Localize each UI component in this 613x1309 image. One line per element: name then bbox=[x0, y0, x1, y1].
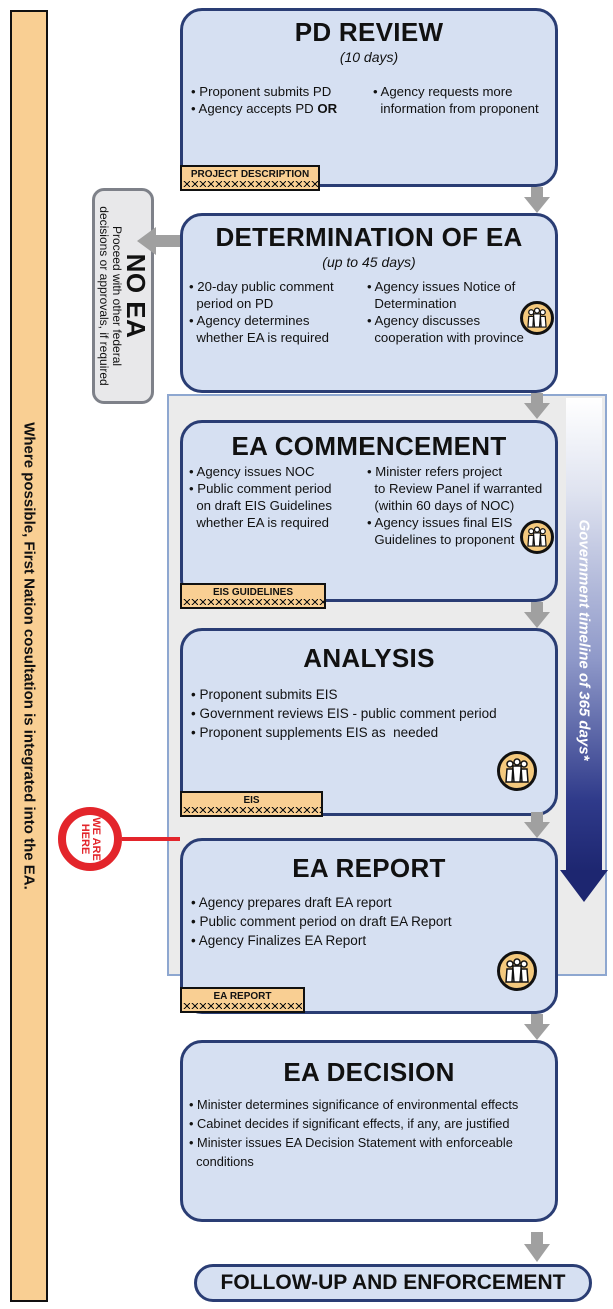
stage-analysis: ANALYSIS • Proponent submits EIS • Gover… bbox=[180, 628, 558, 817]
stage-pd-review: PD REVIEW (10 days) • Proponent submits … bbox=[180, 8, 558, 191]
no-ea-line-2: decisions or approvals, if required bbox=[97, 206, 111, 386]
stage-subtitle: (10 days) bbox=[339, 49, 399, 65]
stage-ea-decision: EA DECISION • Minister determines signif… bbox=[180, 1040, 558, 1222]
bullet: cooperation with province bbox=[367, 330, 524, 345]
bullets: • Minister determines significance of en… bbox=[189, 1095, 518, 1171]
down-arrow-icon bbox=[524, 1014, 550, 1040]
no-ea-line-1: Proceed with other federal bbox=[110, 225, 124, 367]
government-timeline-bar bbox=[566, 398, 602, 872]
bullet: • Agency issues final EIS bbox=[367, 515, 513, 530]
bullet: Determination bbox=[367, 296, 457, 311]
stage-title: EA COMMENCEMENT bbox=[231, 431, 507, 461]
people-group-icon bbox=[497, 751, 537, 791]
bullet: • Proponent submits EIS bbox=[191, 687, 338, 702]
bullets-left: • Proponent submits PD • Agency accepts … bbox=[191, 83, 337, 117]
bullet: • Agency requests more bbox=[373, 84, 513, 99]
bullet: conditions bbox=[189, 1154, 254, 1169]
bullet: • 20-day public comment bbox=[189, 279, 334, 294]
stage-title: ANALYSIS bbox=[303, 643, 435, 673]
stage-title: EA DECISION bbox=[283, 1057, 455, 1087]
bullets-right: • Agency issues Notice of Determination … bbox=[367, 278, 524, 346]
first-nation-consultation-band: Where possible, First Nation cosultation… bbox=[10, 10, 48, 1302]
bullet: • Public comment period on draft EA Repo… bbox=[191, 914, 452, 929]
follow-up-and-enforcement-box: FOLLOW-UP AND ENFORCEMENT bbox=[194, 1264, 592, 1302]
bullet: • Minister refers project bbox=[367, 464, 503, 479]
government-timeline-label: Government timeline of 365 days* bbox=[575, 519, 593, 761]
no-ea-box: NO EA Proceed with other federal decisio… bbox=[92, 188, 154, 404]
bullet-text: • Agency accepts PD bbox=[191, 101, 318, 116]
we-are-here-marker: WE ARE HERE bbox=[58, 807, 122, 871]
bullet: information from proponent bbox=[373, 101, 539, 116]
bullet: • Minister issues EA Decision Statement … bbox=[189, 1135, 513, 1150]
consultation-note: Where possible, First Nation cosultation… bbox=[20, 422, 38, 890]
people-group-icon bbox=[520, 520, 554, 554]
tag-ea-report: EA REPORT bbox=[180, 987, 305, 1013]
bullet: • Agency accepts PD OR bbox=[191, 100, 337, 117]
bullet: • Public comment period bbox=[189, 481, 332, 496]
down-arrow-icon bbox=[524, 1232, 550, 1262]
tag-eis-guidelines: EIS GUIDELINES bbox=[180, 583, 326, 609]
bullet: • Agency issues Notice of bbox=[367, 279, 516, 294]
bullet: • Agency discusses bbox=[367, 313, 481, 328]
timeline-arrowhead-icon bbox=[560, 870, 608, 902]
we-are-here-line-2: HERE bbox=[79, 823, 91, 855]
bullets-left: • Agency issues NOC • Public comment per… bbox=[189, 463, 332, 531]
bullet: • Proponent submits PD bbox=[191, 84, 332, 99]
bullet: • Agency Finalizes EA Report bbox=[191, 933, 367, 948]
stage-ea-report: EA REPORT • Agency prepares draft EA rep… bbox=[180, 838, 558, 1014]
bullet: • Government reviews EIS - public commen… bbox=[191, 706, 497, 721]
bullet-bold: OR bbox=[317, 101, 338, 116]
we-are-here-connector bbox=[122, 837, 180, 841]
stage-title: PD REVIEW bbox=[294, 17, 444, 47]
bullet: • Minister determines significance of en… bbox=[189, 1097, 519, 1112]
bullet: • Agency issues NOC bbox=[189, 464, 315, 479]
we-are-here-line-1: WE ARE bbox=[90, 817, 102, 861]
bullet: period on PD bbox=[189, 296, 274, 311]
tag-eis: EIS bbox=[180, 791, 323, 817]
people-group-icon bbox=[497, 951, 537, 991]
down-arrow-icon bbox=[524, 393, 550, 419]
stage-determination-of-ea: DETERMINATION OF EA (up to 45 days) • 20… bbox=[180, 213, 558, 393]
bullet: whether EA is required bbox=[189, 515, 330, 530]
bullet: (within 60 days of NOC) bbox=[367, 498, 515, 513]
stage-subtitle: (up to 45 days) bbox=[322, 254, 416, 270]
bullet: Guidelines to proponent bbox=[367, 532, 515, 547]
stage-title: EA REPORT bbox=[292, 853, 446, 883]
tag-project-description: PROJECT DESCRIPTION bbox=[180, 165, 320, 191]
bullets-left: • 20-day public comment period on PD • A… bbox=[189, 278, 334, 346]
bullet: • Cabinet decides if significant effects… bbox=[189, 1116, 510, 1131]
bullets: • Agency prepares draft EA report • Publ… bbox=[191, 893, 452, 950]
down-arrow-icon bbox=[524, 812, 550, 838]
stage-title: DETERMINATION OF EA bbox=[215, 222, 523, 252]
bullet: to Review Panel if warranted bbox=[367, 481, 543, 496]
people-group-icon bbox=[520, 301, 554, 335]
bullets: • Proponent submits EIS • Government rev… bbox=[191, 685, 497, 742]
bullet: • Agency prepares draft EA report bbox=[191, 895, 392, 910]
bullets-right: • Agency requests more information from … bbox=[373, 83, 539, 117]
bullet: • Agency determines bbox=[189, 313, 310, 328]
down-arrow-icon bbox=[524, 187, 550, 213]
bullets-right: • Minister refers project to Review Pane… bbox=[367, 463, 542, 548]
bullet: on draft EIS Guidelines bbox=[189, 498, 332, 513]
left-arrow-icon bbox=[137, 227, 182, 255]
stage-ea-commencement: EA COMMENCEMENT • Agency issues NOC • Pu… bbox=[180, 420, 558, 609]
down-arrow-icon bbox=[524, 602, 550, 628]
bullet: whether EA is required bbox=[189, 330, 330, 345]
bullet: • Proponent supplements EIS as needed bbox=[191, 725, 439, 740]
